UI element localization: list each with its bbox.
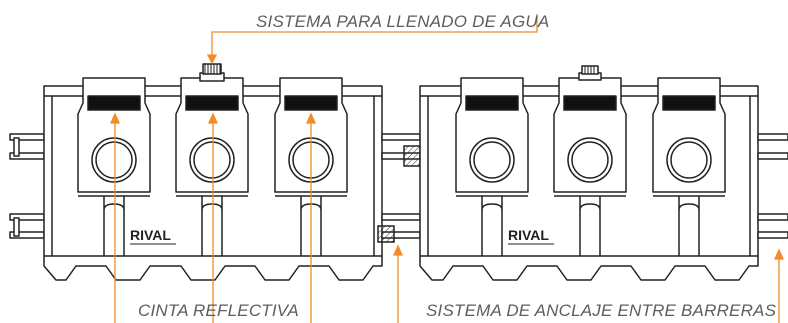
water-fill-cap-right [578, 65, 602, 81]
brand-logo-left: RIVAL [130, 227, 176, 245]
module-right-2 [553, 77, 627, 211]
arrowhead-tape-1 [109, 112, 121, 124]
arrowhead-water-fill [206, 54, 218, 65]
module-left-1 [77, 77, 151, 211]
label-anchor-system: SISTEMA DE ANCLAJE ENTRE BARRERAS [426, 301, 777, 320]
brand-text-right: RIVAL [508, 227, 549, 243]
brand-text-left: RIVAL [130, 227, 171, 243]
arrowhead-anchor-2 [773, 248, 785, 260]
module-right-1 [455, 77, 529, 211]
anchor-pin-right-top [757, 133, 788, 160]
module-right-3 [652, 77, 726, 211]
anchor-connector-middle [377, 133, 421, 243]
anchor-pin-right-bottom [757, 213, 788, 239]
callout-lines [109, 14, 785, 323]
brand-logo-right: RIVAL [508, 227, 554, 245]
barrier-left [9, 63, 383, 281]
callout-water-fill [211, 14, 538, 56]
module-left-2 [175, 77, 249, 211]
label-reflective-tape: CINTA REFLECTIVA [138, 301, 299, 320]
arrowhead-anchor-1 [392, 244, 404, 256]
water-fill-cap-left [199, 63, 225, 82]
barrier-right [419, 65, 788, 281]
anchor-pin-left-top [9, 133, 45, 160]
arrowhead-tape-2 [207, 112, 219, 124]
anchor-pin-left-bottom [9, 213, 45, 239]
label-water-fill-system: SISTEMA PARA LLENADO DE AGUA [256, 12, 550, 31]
arrowhead-tape-3 [305, 112, 317, 124]
